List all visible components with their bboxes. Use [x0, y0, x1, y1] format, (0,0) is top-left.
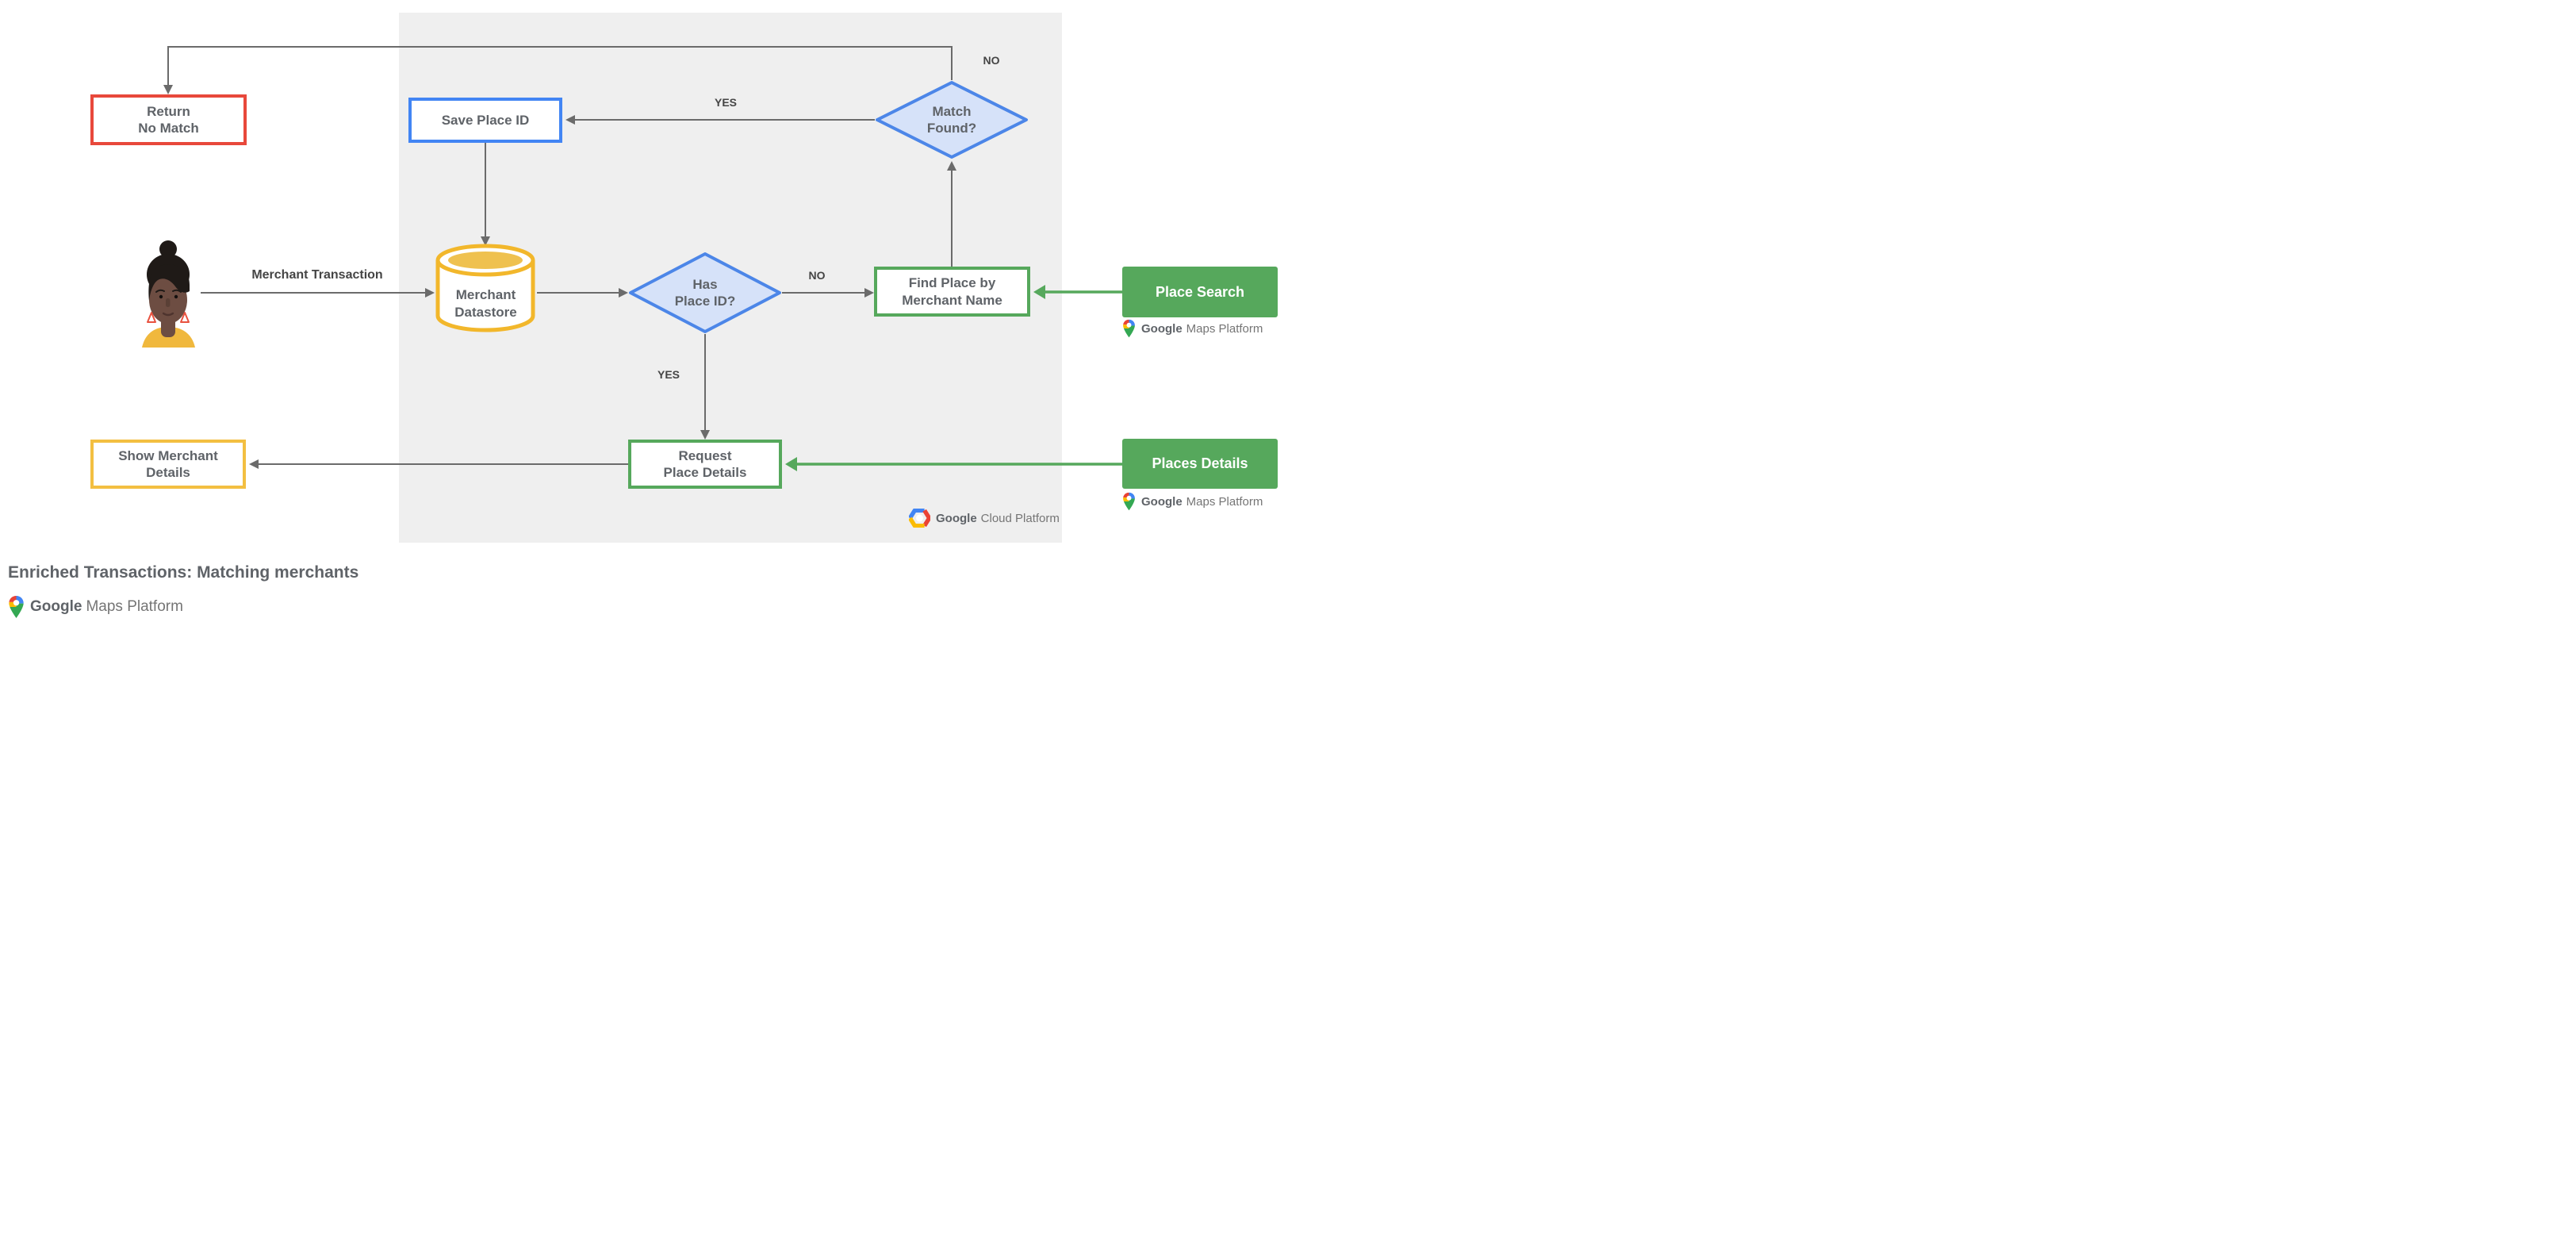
save-place-id-node: Save Place ID — [408, 98, 562, 143]
google-cloud-platform-logo: Google Cloud Platform — [909, 509, 1060, 528]
google-maps-platform-logo: Google Maps Platform — [1122, 492, 1263, 511]
node-label: Place Search — [1155, 283, 1245, 300]
maps-pin-icon — [1123, 492, 1135, 511]
node-label: Datastore — [454, 304, 517, 320]
logo-text-google: Google — [936, 511, 977, 525]
node-label: Details — [146, 465, 190, 480]
node-label: Merchant — [455, 287, 516, 303]
diagram-title: Enriched Transactions: Matching merchant… — [8, 563, 359, 582]
user-avatar — [142, 240, 195, 348]
node-label: Place Details — [663, 465, 747, 480]
place-search-api-node: Place Search — [1122, 267, 1278, 317]
logo-text-google: Google — [30, 598, 82, 615]
cloud-hexagon-icon — [909, 509, 930, 528]
places-details-api-node: Places Details — [1122, 439, 1278, 489]
edge-label-no-find-place: NO — [808, 269, 826, 282]
node-label: Found? — [926, 121, 977, 136]
google-maps-platform-logo-footer: Google Maps Platform — [8, 595, 183, 619]
node-label: Has — [692, 276, 718, 292]
google-maps-platform-logo: Google Maps Platform — [1122, 319, 1263, 338]
node-label: Merchant Name — [902, 292, 1002, 308]
logo-text-google: Google — [1141, 321, 1183, 336]
node-label: Places Details — [1152, 455, 1248, 472]
node-label: Find Place by — [908, 275, 996, 291]
edge-label-yes-save: YES — [714, 96, 737, 109]
logo-text-product: Maps Platform — [1186, 494, 1263, 509]
return-no-match-node: Return No Match — [90, 94, 247, 145]
node-label: Show Merchant — [118, 447, 218, 463]
edge-label-no-top: NO — [983, 54, 1000, 67]
node-label: Place ID? — [674, 294, 736, 309]
node-label: Return — [147, 103, 190, 119]
node-label: No Match — [138, 121, 199, 136]
logo-text-product: Maps Platform — [1186, 321, 1263, 336]
edge-label-merchant-transaction: Merchant Transaction — [251, 268, 383, 282]
node-label: Request — [678, 447, 732, 463]
node-label: Match — [932, 103, 972, 119]
logo-text-product: Maps Platform — [86, 598, 183, 615]
maps-pin-icon — [9, 596, 24, 618]
logo-text-google: Google — [1141, 494, 1183, 509]
maps-pin-icon — [1123, 319, 1135, 338]
logo-text-product: Cloud Platform — [980, 511, 1060, 525]
edge-label-yes-request: YES — [657, 368, 680, 381]
node-label: Save Place ID — [441, 112, 530, 128]
